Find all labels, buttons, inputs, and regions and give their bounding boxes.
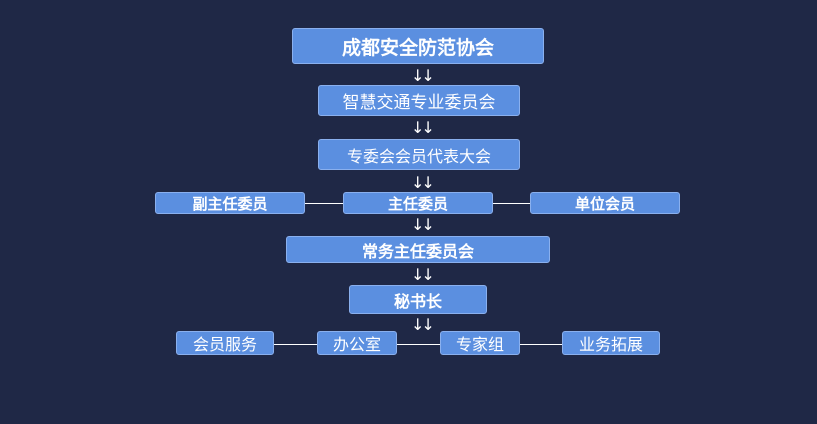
arrow-down-6: ↓↓ [411,315,435,334]
node-business-expansion: 业务拓展 [562,331,660,355]
connector-vice-director [305,203,343,204]
node-expert-group: 专家组 [440,331,520,355]
arrow-down-2: ↓↓ [411,118,435,137]
arrow-down-1: ↓↓ [411,66,435,85]
node-office: 办公室 [317,331,397,355]
connector-member-service [274,344,317,345]
node-smart-transport: 智慧交通专业委员会 [318,85,520,116]
node-director: 主任委员 [343,192,493,214]
arrow-down-4: ↓↓ [411,215,435,234]
node-unit-member: 单位会员 [530,192,680,214]
node-member-service: 会员服务 [176,331,274,355]
connector-office [397,344,440,345]
node-vice-director: 副主任委员 [155,192,305,214]
node-member-congress: 专委会会员代表大会 [318,139,520,170]
connector-expert-group [520,344,562,345]
arrow-down-3: ↓↓ [411,173,435,192]
node-secretary-general: 秘书长 [349,285,487,314]
connector-unit-member [493,203,530,204]
node-standing-committee: 常务主任委员会 [286,236,550,263]
node-association: 成都安全防范协会 [292,28,544,64]
arrow-down-5: ↓↓ [411,265,435,284]
